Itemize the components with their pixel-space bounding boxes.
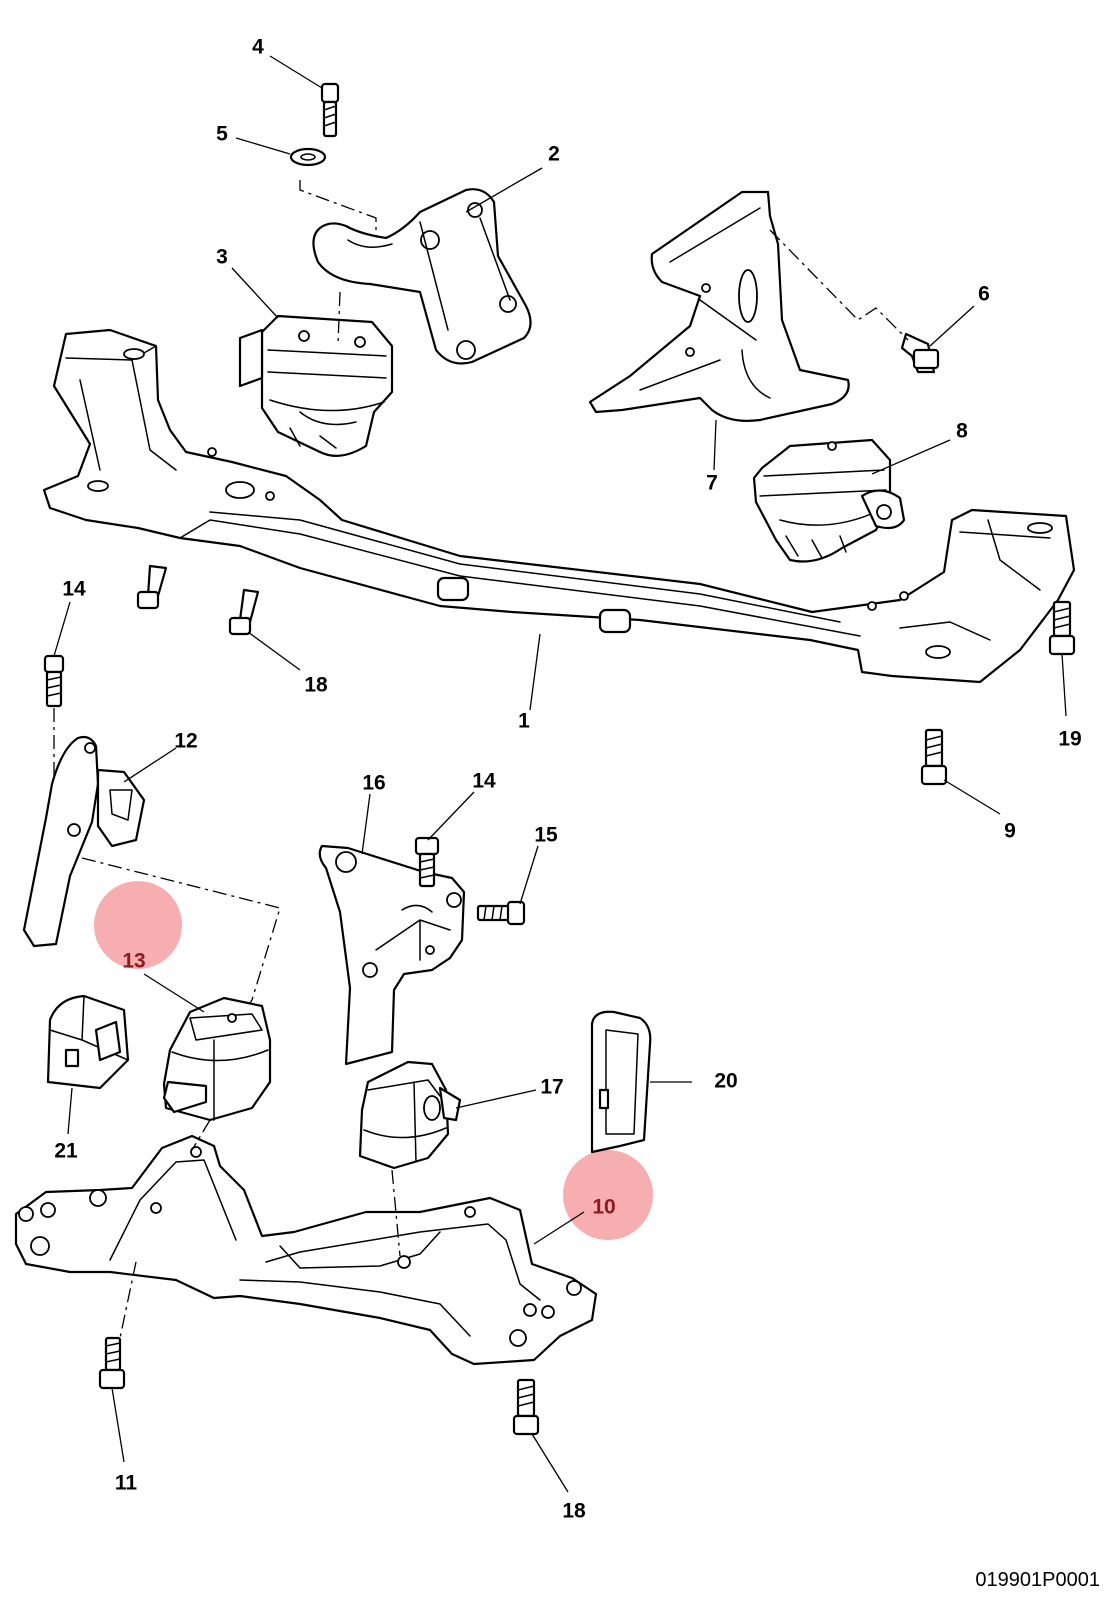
callout-8: 8 bbox=[956, 420, 968, 443]
callout-14-upper: 14 bbox=[62, 578, 86, 601]
callout-14-lower: 14 bbox=[472, 770, 496, 793]
part-7-bracket bbox=[588, 190, 850, 422]
callout-6: 6 bbox=[978, 283, 990, 306]
leader-lines bbox=[53, 55, 1067, 1493]
callout-5: 5 bbox=[216, 123, 228, 146]
callout-4: 4 bbox=[252, 36, 264, 59]
callout-19: 18 bbox=[304, 674, 328, 697]
part-6-bolt bbox=[900, 332, 940, 374]
callout-11: 11 bbox=[115, 1472, 138, 1495]
part-2-bracket bbox=[312, 188, 532, 365]
assembly-line-7-6 bbox=[769, 229, 909, 341]
part-5-washer bbox=[289, 147, 327, 167]
part-19-bolt bbox=[228, 588, 260, 636]
assembly-line-2-3 bbox=[337, 291, 341, 345]
callout-labels: 4 5 2 3 6 7 8 14 18 1 19 9 12 16 14 15 1… bbox=[54, 36, 1081, 1523]
callout-16: 16 bbox=[362, 772, 385, 795]
callout-7: 7 bbox=[706, 472, 718, 495]
part-11-bolt bbox=[98, 1336, 126, 1390]
callout-13: 13 bbox=[122, 950, 145, 973]
part-14-bolt-upper bbox=[43, 654, 65, 708]
part-16-bracket bbox=[318, 844, 466, 1066]
part-22-bump-stop bbox=[46, 994, 130, 1090]
part-14-bolt-lower bbox=[414, 836, 440, 888]
part-9-bolt bbox=[920, 728, 948, 786]
highlight-marker-13 bbox=[94, 881, 182, 969]
assembly-line-10-11 bbox=[119, 1261, 137, 1339]
part-20-bolt bbox=[1048, 600, 1076, 656]
part-13-mount bbox=[162, 996, 272, 1122]
part-12-bracket bbox=[22, 735, 146, 948]
callout-15: 15 bbox=[534, 824, 558, 847]
callout-2: 2 bbox=[548, 143, 560, 166]
callout-18: 18 bbox=[562, 1500, 586, 1523]
callout-9: 9 bbox=[1004, 820, 1016, 843]
callout-22: 21 bbox=[54, 1140, 78, 1163]
callout-1: 1 bbox=[518, 710, 530, 733]
part-3-engine-mount bbox=[238, 314, 394, 457]
part-1-crossmember bbox=[42, 328, 1076, 684]
assembly-line-13-10 bbox=[191, 1119, 211, 1151]
callout-17: 17 bbox=[540, 1076, 563, 1099]
part-8-engine-mount bbox=[752, 438, 906, 563]
callout-3: 3 bbox=[216, 246, 228, 269]
drawing-reference-number: 019901P0001 bbox=[975, 1569, 1100, 1591]
callout-20: 19 bbox=[1058, 728, 1081, 751]
part-14-bolt-under-beam bbox=[136, 564, 168, 610]
part-21-bump-stop bbox=[590, 1010, 652, 1154]
highlight-marker-10 bbox=[563, 1150, 653, 1240]
assembly-line-12-13 bbox=[81, 857, 281, 1019]
part-15-bolt bbox=[476, 900, 526, 926]
part-4-bolt bbox=[320, 82, 340, 138]
part-17-mount bbox=[358, 1060, 462, 1170]
callout-21: 20 bbox=[714, 1070, 737, 1093]
callout-12: 12 bbox=[174, 730, 197, 753]
assembly-line-5-2 bbox=[299, 180, 377, 240]
part-10-subframe bbox=[14, 1134, 598, 1366]
callout-10: 10 bbox=[592, 1196, 615, 1219]
part-18-bolt bbox=[512, 1378, 540, 1436]
